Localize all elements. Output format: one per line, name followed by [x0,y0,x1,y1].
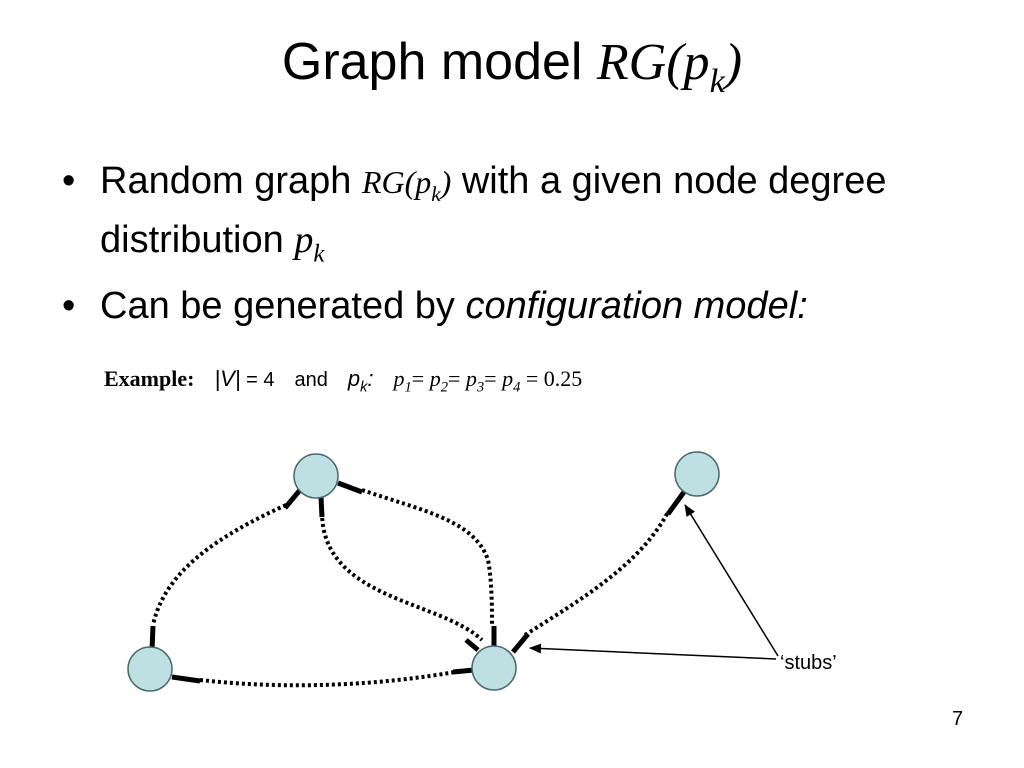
probability-equation: p1= p2= p3= p4 = 0.25 [393,366,583,396]
stubs-arrows [529,504,779,660]
graph-node [293,453,339,499]
slide-title: Graph model RG(pk) [0,22,1024,103]
title-math: RG(pk) [596,34,743,101]
stub [464,638,480,652]
dotted-edges [151,488,670,688]
stub [665,490,687,516]
dotted-edge-top-to-left [151,503,287,626]
bullet-math-rgpk: RG(pk) [361,164,452,207]
stub [318,496,325,518]
dotted-edge-left-to-bottom-right [199,670,456,688]
vertex-count-value: = 4 [240,369,275,391]
dotted-edge-top-to-bottom-right-inner [320,511,484,642]
dotted-edge-bottom-right-to-top-right [523,511,670,637]
bullet-text: Random graph [100,160,362,202]
stubs-annotation: ‘stubs’ [780,652,837,674]
arrow-to-bottom-right-stub [529,643,777,660]
stub [283,488,302,510]
nodes [127,451,720,692]
graph-node [127,646,173,692]
graph-node [674,451,720,497]
bullet-emphasis: configuration model: [465,285,808,327]
bullet-text: with a given node degree distribution [100,160,887,261]
bullet-item-configuration-model: Can be generated by configuration model: [62,277,982,335]
stub [149,625,156,651]
page-number: 7 [952,708,964,730]
pk-symbol: pk: [347,366,374,396]
graph-node [471,645,517,691]
stub [452,667,475,675]
example-label: Example: [104,366,195,391]
bullet-item-random-graph: Random graph RG(pk) with a given node de… [62,152,982,269]
stub [171,674,201,684]
example-and: and [294,369,328,391]
vertex-count-symbol: |V| [214,366,241,391]
example-line: Example: |V| = 4 and pk: p1= p2= p3= p4 = 0.… [104,362,582,397]
stubs [149,480,687,684]
arrow-to-top-right-stub [684,504,779,657]
stub [337,480,363,495]
stub [511,632,530,654]
bullet-text: Can be generated by [100,285,466,327]
bullet-list: Random graph RG(pk) with a given node de… [62,152,982,335]
dotted-edge-top-to-bottom-right-outer [361,488,494,626]
bullet-math-pk: pk [294,219,325,268]
title-text: Graph model [281,33,597,91]
